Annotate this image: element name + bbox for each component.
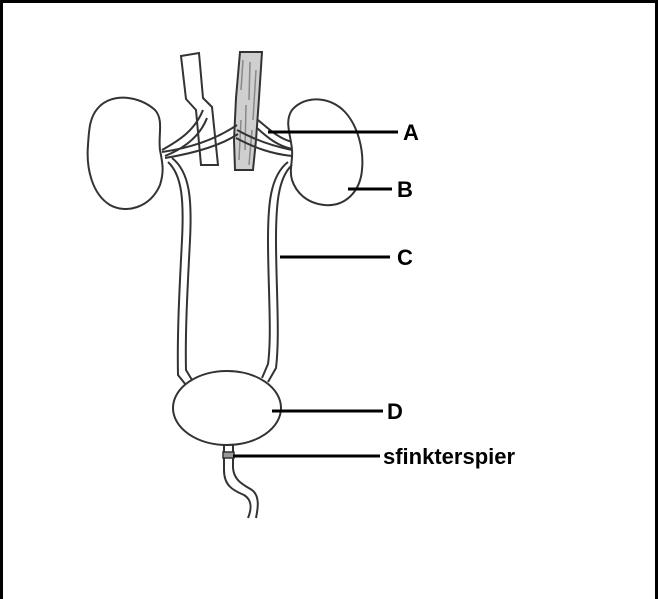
- bladder: [173, 371, 281, 445]
- label-b: B: [397, 177, 413, 202]
- aorta: [234, 52, 262, 170]
- ureter-right: [262, 162, 292, 382]
- vena-cava: [181, 53, 218, 165]
- label-sphincter: sfinkterspier: [383, 444, 515, 469]
- label-d: D: [387, 399, 403, 424]
- label-a: A: [403, 120, 419, 145]
- label-c: C: [397, 245, 413, 270]
- sphincter-ring: [223, 452, 234, 458]
- ureter-left: [168, 158, 192, 385]
- renal-vessels: [162, 110, 292, 158]
- kidney-left: [88, 98, 163, 209]
